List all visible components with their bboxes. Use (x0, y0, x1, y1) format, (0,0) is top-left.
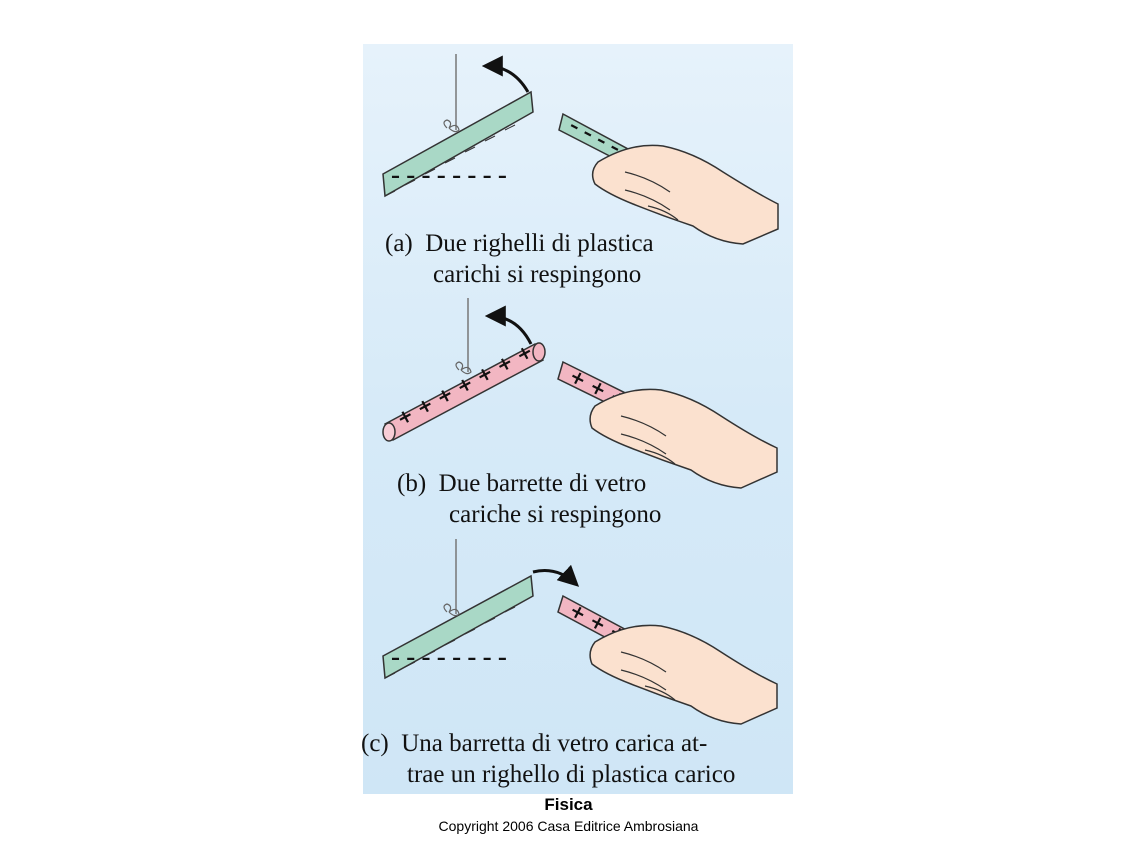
attract-arrow (532, 564, 580, 587)
repel-arrow (481, 55, 530, 93)
panel-b-illustration: + + + + + + + + + + + + + (382, 298, 778, 489)
footer-title: Fisica (544, 795, 593, 814)
caption-a-line1: Due righelli di plastica (425, 230, 654, 257)
hanging-glass-rod: + + + + + + + (382, 340, 546, 442)
svg-text:+ + + + + + +: + + + + + + + (393, 340, 537, 430)
panel-c-illustration: – – – – – – – – + + + + + + (382, 539, 778, 725)
repel-arrow (484, 305, 533, 345)
caption-a-label: (a) (385, 230, 413, 257)
svg-text:– – – – – – – –: – – – – – – – – (391, 648, 507, 669)
hand-c (589, 624, 778, 725)
panel-a-illustration: – – – – – – – – – – – – – – (382, 54, 779, 245)
caption-c: (c) Una barretta di vetro carica at- tra… (361, 728, 735, 790)
svg-text:– – – – – – – –: – – – – – – – – (391, 166, 507, 187)
footer-copyright: Copyright 2006 Casa Editrice Ambrosiana (438, 818, 699, 834)
caption-b-line1: Due barrette di vetro (438, 470, 647, 497)
thread-knot (443, 119, 460, 133)
caption-c-label: (c) (361, 730, 389, 757)
figure-illustration: – – – – – – – – – – – – – – + + + + + + … (382, 54, 779, 725)
caption-b: (b) Due barrette di vetro cariche si res… (397, 468, 661, 530)
hand-a (591, 144, 779, 245)
hand-b (589, 388, 778, 489)
hanging-plastic-ruler: – – – – – – – – (382, 90, 534, 198)
hanging-plastic-ruler: – – – – – – – – (382, 574, 534, 680)
caption-c-line1: Una barretta di vetro carica at- (401, 730, 708, 757)
caption-b-label: (b) (397, 470, 427, 497)
electrostatics-figure: – – – – – – – – – – – – – – + + + + + + … (361, 44, 793, 794)
caption-c-line2: trae un righello di plastica carico (407, 761, 736, 788)
caption-b-line2: cariche si respingono (449, 501, 662, 528)
caption-a-line2: carichi si respingono (433, 261, 642, 288)
caption-a: (a) Due righelli di plastica carichi si … (385, 228, 654, 290)
